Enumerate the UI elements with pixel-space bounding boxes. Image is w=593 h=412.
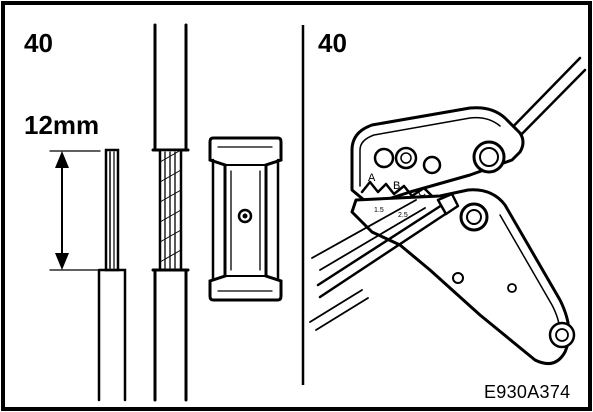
handle-rivet <box>548 321 576 349</box>
jaw-size-mark-2: 2.5 <box>398 212 408 219</box>
dimension-label: 12mm <box>24 110 100 140</box>
figure-code: E930A374 <box>484 382 571 402</box>
right-step-number: 40 <box>318 28 347 58</box>
jaw-label-c: C <box>418 187 426 199</box>
jaw-size-mark-1: 1.5 <box>374 207 384 214</box>
stripped-wire-thin <box>97 148 127 402</box>
dimension-arrow <box>49 150 101 271</box>
stripped-wire-thick <box>151 23 190 402</box>
crimping-tool-drawing <box>309 56 587 366</box>
jaw-label-a: A <box>368 172 376 184</box>
inserted-wire <box>316 203 449 299</box>
left-step-number: 40 <box>24 28 53 58</box>
butt-connector <box>208 136 283 302</box>
lower-pivot-bolt <box>459 202 489 232</box>
crimp-die <box>360 180 436 200</box>
left-panel-drawing <box>49 23 283 402</box>
jaw-label-b: B <box>393 180 400 192</box>
upper-pivot-bolt <box>472 140 506 174</box>
